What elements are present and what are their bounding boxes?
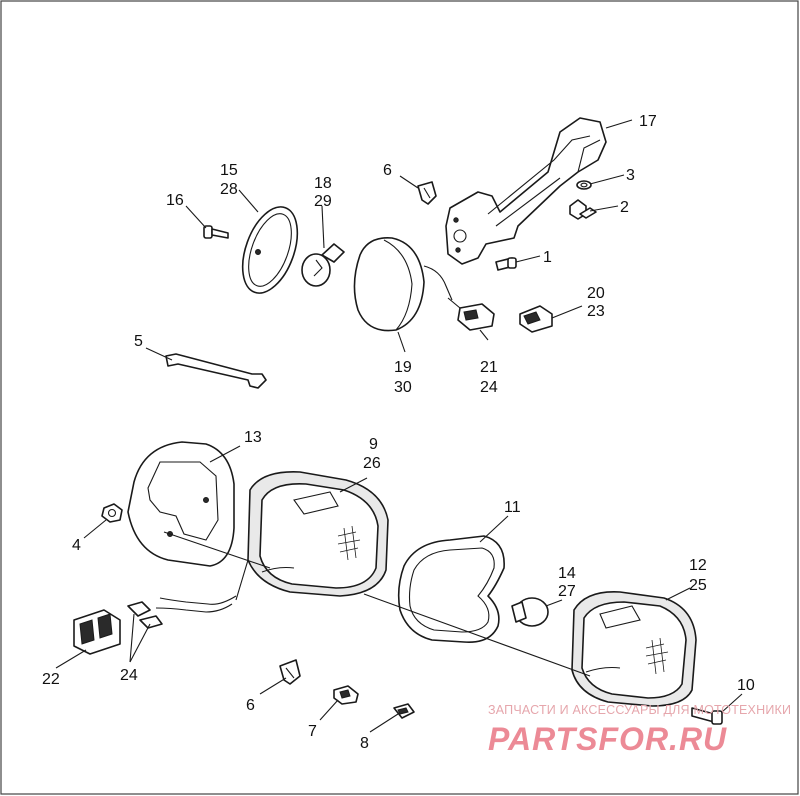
watermark: ЗАПЧАСТИ И АКСЕССУАРЫ ДЛЯ МОТОТЕХНИКИ PA… (488, 703, 791, 757)
label-17: 17 (639, 113, 657, 130)
label-12: 12 (689, 557, 707, 574)
label-22: 22 (42, 671, 60, 688)
watermark-logo: PARTSFOR.RU (488, 721, 727, 757)
part-3-washer (576, 180, 592, 190)
part-1-screw (495, 257, 517, 271)
callout-labels: 17 3 2 1 6 15 28 16 18 29 19 30 21 24 20… (42, 113, 755, 752)
part-9-housing (235, 471, 389, 601)
label-25: 25 (689, 577, 707, 594)
leader-lines (55, 119, 743, 733)
guide-line-2 (363, 593, 591, 677)
label-24-bottom: 24 (120, 667, 138, 684)
label-16: 16 (166, 192, 184, 209)
label-5: 5 (134, 333, 143, 350)
part-17-bracket (445, 117, 607, 265)
part-18-bulb (301, 243, 345, 287)
label-24-top: 24 (480, 379, 498, 396)
part-10-screw (691, 707, 723, 725)
watermark-caption: ЗАПЧАСТИ И АКСЕССУАРЫ ДЛЯ МОТОТЕХНИКИ (488, 703, 791, 717)
label-20: 20 (587, 285, 605, 302)
label-29: 29 (314, 193, 332, 210)
label-21: 21 (480, 359, 498, 376)
label-6-bottom: 6 (246, 697, 255, 714)
label-3: 3 (626, 167, 635, 184)
label-6-top: 6 (383, 162, 392, 179)
part-4-nut (101, 503, 123, 523)
label-30: 30 (394, 379, 412, 396)
part-16-screw (203, 225, 229, 239)
part-15-gasket (241, 206, 299, 294)
label-4: 4 (72, 537, 81, 554)
part-19-lamp (353, 237, 453, 332)
label-15: 15 (220, 162, 238, 179)
label-7: 7 (308, 723, 317, 740)
guide-line-1 (163, 531, 271, 569)
part-22-connector-block (73, 609, 121, 655)
part-14-bulb (511, 597, 549, 627)
label-26: 26 (363, 455, 381, 472)
label-27: 27 (558, 583, 576, 600)
label-8: 8 (360, 735, 369, 752)
part-5-rod (165, 353, 267, 389)
part-8-terminal (393, 703, 415, 719)
label-18: 18 (314, 175, 332, 192)
part-12-lens (571, 591, 697, 707)
part-20-connector (519, 305, 553, 333)
label-19: 19 (394, 359, 412, 376)
label-11: 11 (504, 499, 521, 516)
part-21-connector (447, 297, 495, 331)
part-24-wires (127, 595, 237, 629)
label-14: 14 (558, 565, 576, 582)
label-2: 2 (620, 199, 629, 216)
label-9: 9 (369, 436, 378, 453)
label-28: 28 (220, 181, 238, 198)
label-13: 13 (244, 429, 262, 446)
label-1: 1 (543, 249, 552, 266)
part-6-clip-top (417, 181, 437, 205)
part-7-clip (333, 685, 359, 705)
part-2-bolt (569, 199, 597, 220)
part-13-bracket (127, 441, 235, 567)
label-23: 23 (587, 303, 605, 320)
label-10: 10 (737, 677, 755, 694)
